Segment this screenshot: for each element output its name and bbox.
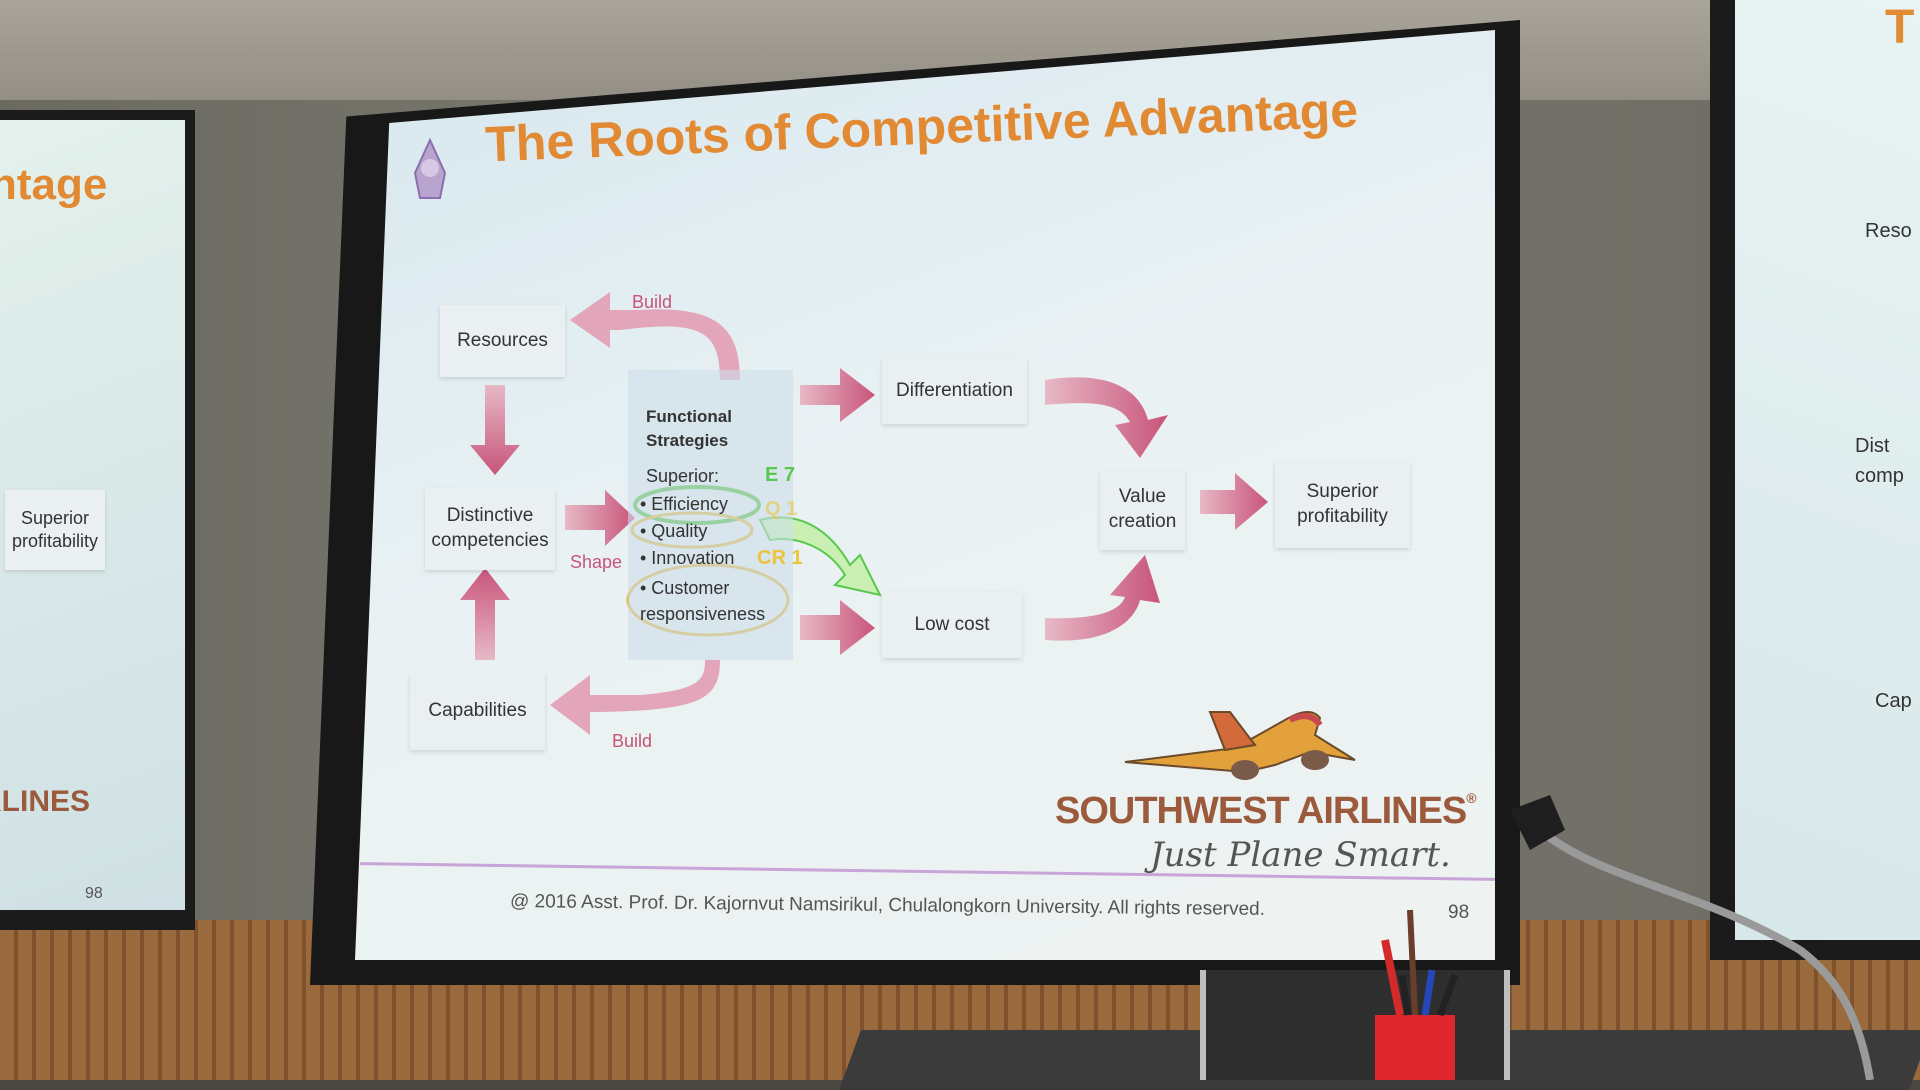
bullet-innovation: • Innovation [640, 548, 735, 568]
right-slide-label-4: Cap [1875, 690, 1912, 712]
slide-page-number: 98 [1448, 902, 1470, 923]
shape-label: Shape [570, 552, 623, 572]
functional-strategies-heading: Functional Strategies [646, 407, 732, 450]
right-slide-label-2: Dist [1855, 435, 1890, 457]
bullet-customer-responsiveness: • Customer responsiveness [640, 578, 766, 625]
southwest-airlines-wordmark: SOUTHWEST AIRLINES® [1055, 790, 1477, 833]
left-slide-title: ntage [0, 160, 108, 209]
differentiation-box: Differentiation [882, 358, 1027, 424]
southwest-airlines-name: SOUTHWEST AIRLINES [1055, 790, 1467, 832]
university-seal-icon [413, 138, 447, 199]
left-slide-box: Superior profitability [5, 490, 105, 570]
bullet-quality: • Quality [640, 521, 708, 541]
functional-strategies-panel: Functional Strategies Superior: • Effici… [628, 370, 793, 660]
bullet-efficiency: • Efficiency [640, 494, 729, 514]
build-label-bottom: Build [612, 731, 653, 751]
superior-profitability-box: Superior profitability [1275, 462, 1410, 548]
capabilities-box: Capabilities [410, 672, 545, 750]
right-slide-label-1: Reso [1865, 220, 1912, 242]
registered-mark: ® [1466, 790, 1476, 806]
annotation-cr1: CR 1 [757, 547, 803, 569]
left-slide: ntage Superior profitability RLINES 98 [0, 120, 185, 910]
microphone-icon [1510, 795, 1874, 1080]
resources-box: Resources [440, 305, 565, 377]
right-slide-title: T [1885, 1, 1915, 54]
superior-label: Superior: [646, 466, 720, 486]
right-slide: T Reso Dist comp Cap [1735, 0, 1920, 940]
distinctive-competencies-box: Distinctive competencies [425, 488, 555, 570]
pen-holder-icon [1375, 909, 1459, 1080]
airplane-logo-icon [1124, 711, 1356, 780]
value-creation-box: Value creation [1100, 470, 1185, 550]
low-cost-box: Low cost [882, 592, 1022, 658]
southwest-tagline: Just Plane Smart. [1150, 835, 1451, 875]
right-slide-label-3: comp [1855, 465, 1904, 487]
left-slide-brand: RLINES [0, 785, 91, 818]
annotation-e7: E 7 [765, 464, 796, 486]
annotation-q1: Q 1 [765, 498, 798, 520]
build-label-top: Build [632, 292, 673, 312]
left-slide-page-number: 98 [85, 885, 103, 902]
